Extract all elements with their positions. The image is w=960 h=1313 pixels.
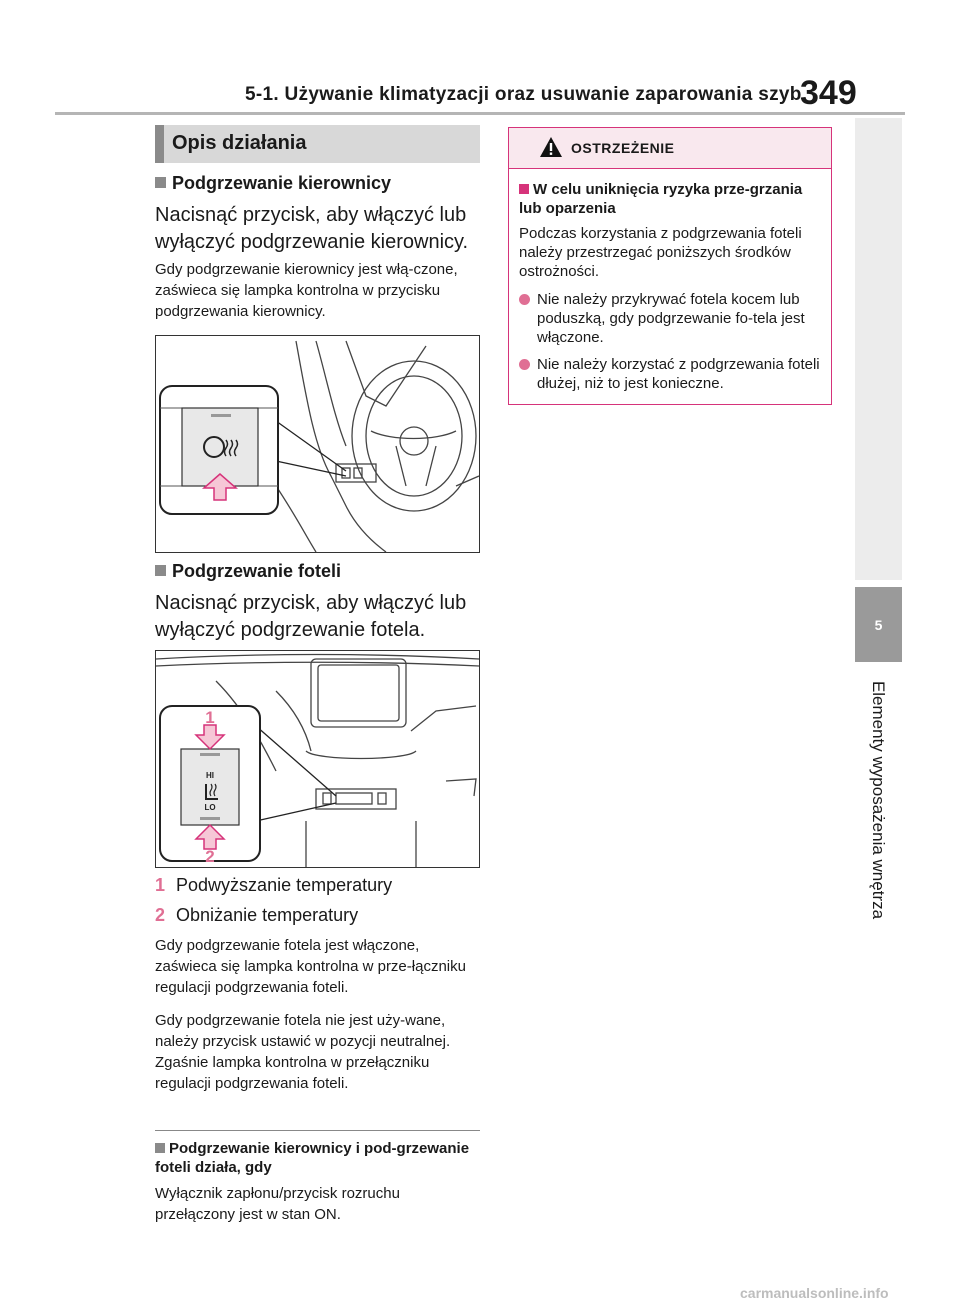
warning-intro: Podczas korzystania z podgrzewania fotel… <box>519 225 802 280</box>
warning-subheading-text: W celu uniknięcia ryzyka prze-grzania lu… <box>519 181 803 217</box>
square-bullet-icon <box>155 177 166 188</box>
seat-heater-heading-text: Podgrzewanie foteli <box>172 561 342 581</box>
chapter-tab: 5 <box>855 587 902 662</box>
chapter-label-text: Elementy wyposażenia wnętrza <box>869 680 888 920</box>
section-title-bar: Opis działania <box>155 125 480 163</box>
square-bullet-icon <box>155 1143 165 1153</box>
chapter-number: 5 <box>874 616 883 633</box>
warning-title: OSTRZEŻENIE <box>571 140 675 156</box>
conditions-heading-text: Podgrzewanie kierownicy i pod-grzewanie … <box>155 1140 470 1176</box>
steering-heater-instruction: Nacisnąć przycisk, aby włączyć lub wyłąc… <box>155 204 469 253</box>
seat-heater-note-2: Gdy podgrzewanie fotela nie jest uży-wan… <box>155 1012 451 1092</box>
hi-label: HI <box>206 771 214 780</box>
warning-item-2: Nie należy korzystać z podgrzewania fote… <box>519 355 827 393</box>
steering-heater-heading: Podgrzewanie kierownicy <box>155 173 391 194</box>
steering-heater-figure <box>155 335 480 553</box>
legend-item-1: 1 Podwyższanie temperatury <box>155 875 392 896</box>
watermark: carmanualsonline.info <box>740 1285 889 1301</box>
seat-heater-figure: HI LO 1 2 <box>155 650 480 868</box>
warning-triangle-icon <box>540 137 562 157</box>
legend-item-2: 2 Obniżanie temperatury <box>155 905 358 926</box>
warning-header: OSTRZEŻENIE <box>509 128 831 169</box>
legend-text-1: Podwyższanie temperatury <box>176 875 393 895</box>
warning-item-1: Nie należy przykrywać fotela kocem lub p… <box>519 290 827 347</box>
legend-num-2: 2 <box>155 905 166 925</box>
section-divider <box>155 1130 480 1131</box>
legend-num-1: 1 <box>155 875 166 895</box>
seat-heater-heading: Podgrzewanie foteli <box>155 561 341 582</box>
steering-heater-note: Gdy podgrzewanie kierownicy jest włą-czo… <box>155 261 458 320</box>
warning-subheading: W celu uniknięcia ryzyka prze-grzania lu… <box>519 180 819 218</box>
conditions-text: Wyłącznik zapłonu/przycisk rozruchu prze… <box>155 1185 400 1223</box>
page-header-title: 5-1. Używanie klimatyzacji oraz usuwanie… <box>245 84 802 105</box>
square-bullet-icon <box>519 184 529 194</box>
header-rule <box>55 112 905 115</box>
legend-text-2: Obniżanie temperatury <box>176 905 359 925</box>
square-bullet-icon <box>155 565 166 576</box>
side-strip <box>855 118 902 580</box>
callout-1: 1 <box>205 708 214 727</box>
section-title: Opis działania <box>172 132 307 154</box>
steering-dashboard-illustration <box>159 340 480 553</box>
warning-item-2-text: Nie należy korzystać z podgrzewania fote… <box>537 356 820 392</box>
callout-2: 2 <box>205 847 214 866</box>
page-number: 349 <box>800 74 857 112</box>
seat-heater-instruction: Nacisnąć przycisk, aby włączyć lub wyłąc… <box>155 592 467 641</box>
seat-heater-note-1: Gdy podgrzewanie fotela jest włączone, z… <box>155 937 466 996</box>
dot-bullet-icon <box>519 359 530 370</box>
lo-label: LO <box>204 803 215 812</box>
conditions-heading: Podgrzewanie kierownicy i pod-grzewanie … <box>155 1139 475 1177</box>
warning-box: OSTRZEŻENIE W celu uniknięcia ryzyka prz… <box>508 127 832 405</box>
dot-bullet-icon <box>519 294 530 305</box>
center-console-illustration: HI LO 1 2 <box>155 653 480 867</box>
section-marker <box>155 125 164 163</box>
steering-heater-heading-text: Podgrzewanie kierownicy <box>172 173 392 193</box>
warning-item-1-text: Nie należy przykrywać fotela kocem lub p… <box>537 291 805 346</box>
